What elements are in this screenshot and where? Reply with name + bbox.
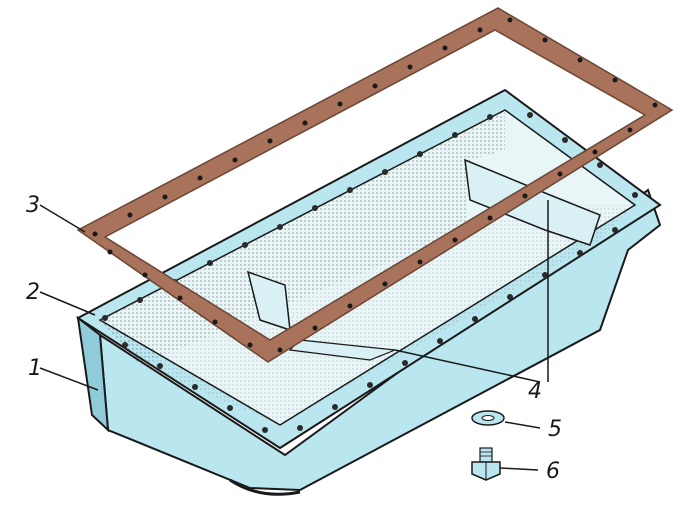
pan-interior-floor: [140, 205, 635, 425]
label-part-2: 2: [26, 280, 40, 305]
label-part-6: 6: [546, 459, 560, 484]
gasket: [76, 7, 674, 363]
callouts: 3 2 1 4 5 6: [26, 193, 562, 484]
label-part-1: 1: [28, 356, 42, 381]
label-part-5: 5: [548, 417, 562, 442]
label-part-4: 4: [528, 379, 542, 404]
bolt: [471, 447, 501, 481]
pan-left-wall: [76, 315, 110, 433]
baffle-right: [464, 158, 601, 246]
label-part-3: 3: [26, 193, 40, 218]
gasket-frame: [76, 7, 674, 363]
leader-lines: [39, 200, 549, 471]
flange-holes: [102, 112, 638, 433]
gasket-holes: [92, 17, 658, 353]
pan-bottom-lip: [229, 478, 301, 496]
washer: [471, 410, 505, 426]
